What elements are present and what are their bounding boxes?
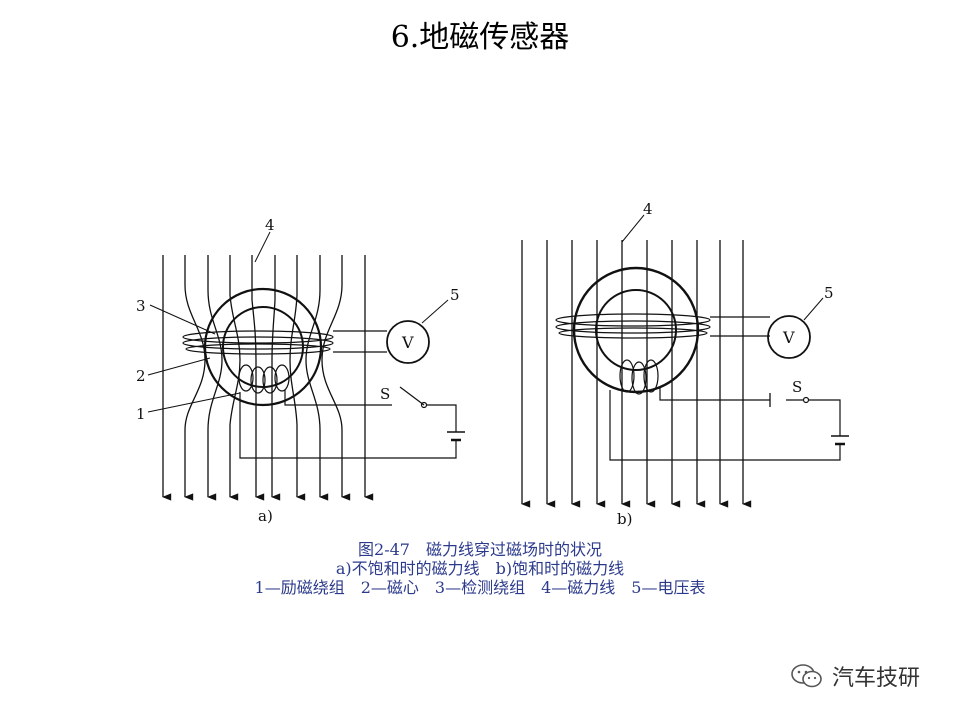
watermark: 汽车技研: [790, 660, 920, 692]
circuit-a: [239, 330, 465, 459]
callout-5-b: 5: [824, 284, 834, 302]
voltmeter-b: [767, 315, 811, 359]
voltmeter-label-b: V: [782, 328, 795, 347]
callout-2-a: 2: [136, 367, 146, 385]
excitation-winding-a: [238, 364, 290, 394]
switch-label-a: S: [380, 385, 390, 403]
figure-a-label: a): [258, 507, 273, 525]
callout-3-a: 3: [136, 297, 146, 315]
figure-a: [147, 231, 465, 501]
leaders-a: [147, 231, 449, 413]
figure-b-label: b): [617, 510, 632, 528]
field-lines-a-outer: [162, 255, 374, 501]
figure-b: [521, 214, 849, 508]
caption-line-3: 1—励磁绕组 2—磁心 3—检测绕组 4—磁力线 5—电压表: [254, 578, 706, 597]
detection-winding-b: [555, 313, 711, 339]
excitation-winding-b: [619, 359, 659, 395]
switch-label-b: S: [792, 378, 802, 396]
page-title: 6.地磁传感器: [390, 20, 570, 55]
watermark-text: 汽车技研: [832, 666, 921, 691]
caption-line-2: a)不饱和时的磁力线 b)饱和时的磁力线: [335, 559, 625, 578]
caption-line-1: 图2-47 磁力线穿过磁场时的状况: [358, 540, 602, 559]
callout-4-a: 4: [265, 216, 275, 234]
callout-5-a: 5: [450, 286, 460, 304]
core-a-inner: [222, 306, 304, 388]
figure-caption: 图2-47 磁力线穿过磁场时的状况 a)不饱和时的磁力线 b)饱和时的磁力线 1…: [0, 540, 960, 597]
voltmeter-label-a: V: [401, 333, 414, 352]
voltmeter-a: [386, 320, 430, 364]
callout-1-a: 1: [136, 405, 146, 423]
detection-winding-a: [182, 330, 334, 355]
wechat-icon: [791, 664, 822, 688]
callout-4-b: 4: [643, 200, 653, 218]
core-b-outer: [572, 266, 700, 394]
leaders-b: [621, 214, 824, 321]
field-lines-a-curved: [184, 255, 351, 501]
core-b-inner: [595, 289, 677, 371]
circuit-b: [609, 316, 849, 461]
